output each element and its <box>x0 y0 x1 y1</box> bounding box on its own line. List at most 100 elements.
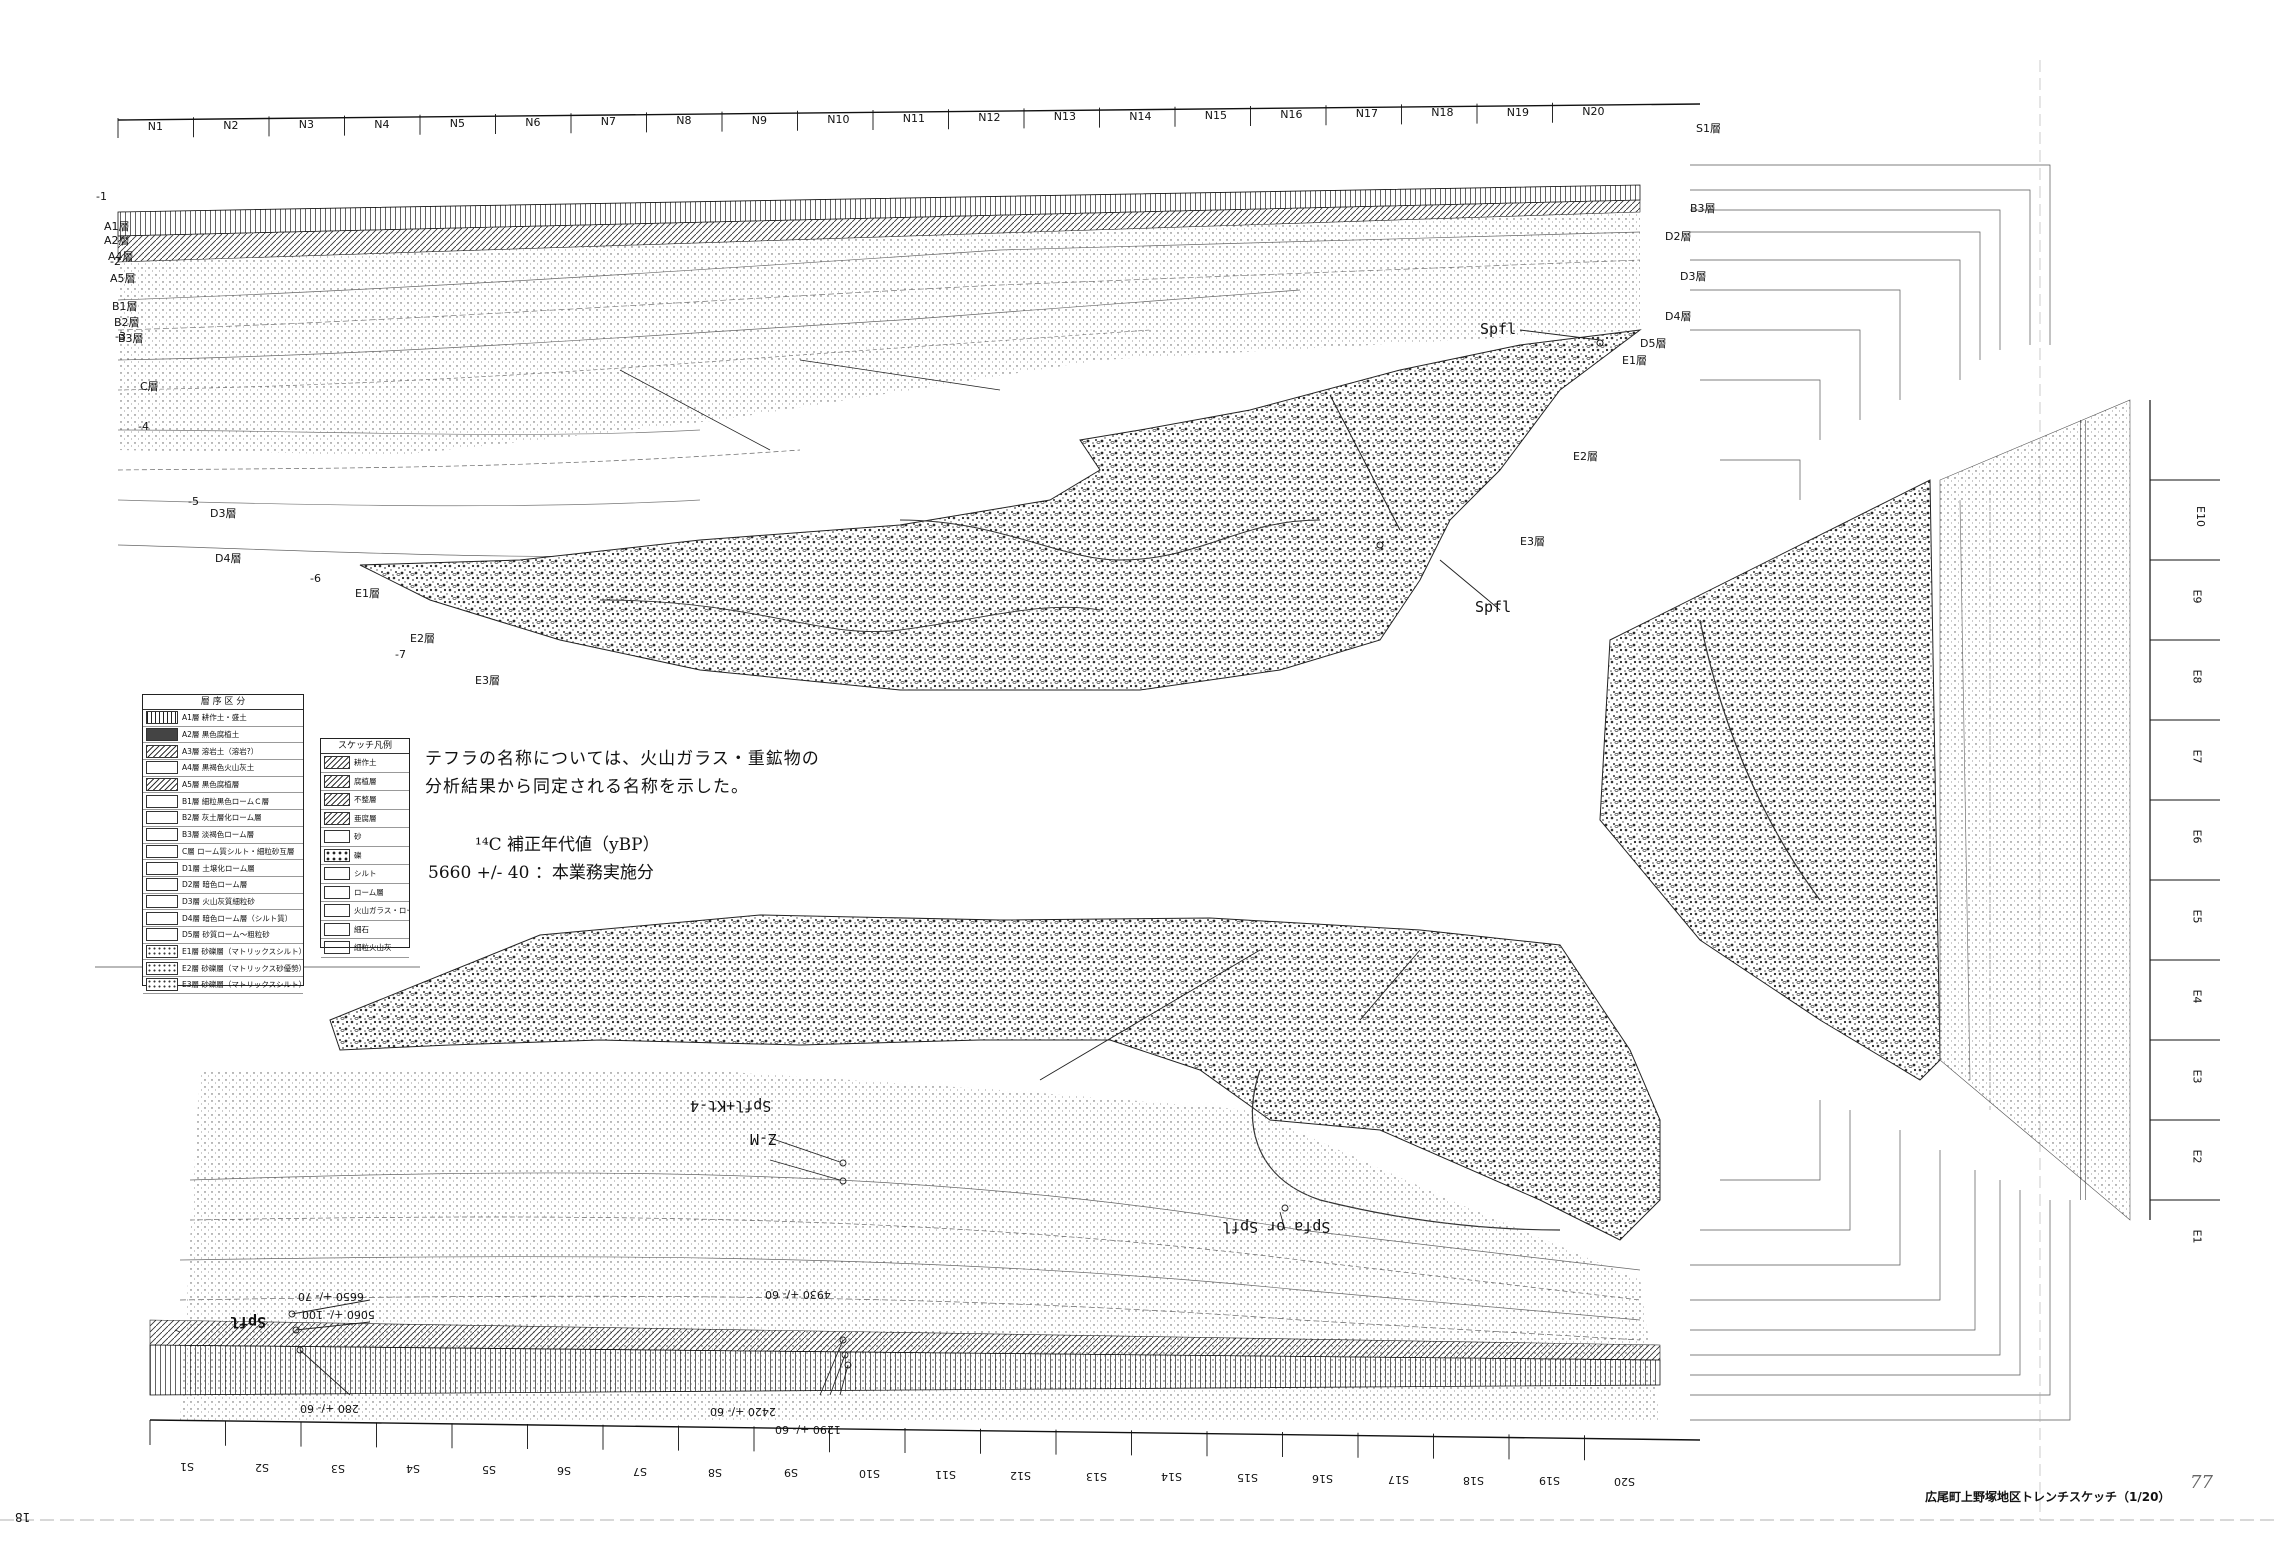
strata-swatch <box>146 844 178 858</box>
strata-legend-label: D2層 暗色ローム層 <box>182 880 248 890</box>
strata-legend-row: A1層 耕作土・盛土 <box>143 710 303 727</box>
sketch-legend-title: スケッチ凡例 <box>321 739 409 754</box>
north-grid-label: N11 <box>902 112 925 125</box>
sketch-legend-row: 腐植層 <box>321 773 409 791</box>
sketch-legend-row: 耕作土 <box>321 754 409 773</box>
east-grid-label: E6 <box>2190 829 2204 844</box>
north-grid-label: N14 <box>1129 109 1152 123</box>
depth-label: -1 <box>96 190 107 203</box>
north-grid-ticks <box>117 102 1553 138</box>
south-grid-label: S14 <box>1161 1470 1183 1484</box>
strata-legend-row: C層 ローム質シルト・細粒砂互層 <box>143 844 303 861</box>
tephra-label-spfl-lower: Spfl <box>230 1313 267 1331</box>
c14-title: ¹⁴C 補正年代値（yBP） <box>475 835 660 855</box>
tephra-label-spfl-middle: Spfl <box>1475 598 1512 616</box>
sketch-legend-row: 細石 <box>321 921 409 939</box>
strata-legend-label: A1層 耕作土・盛土 <box>182 713 247 723</box>
south-grid-label: S19 <box>1538 1474 1560 1488</box>
sketch-legend-label: 砂 <box>354 832 362 842</box>
north-grid-label: N10 <box>827 112 850 126</box>
layer-label: D4層 <box>1665 310 1692 323</box>
strata-legend: 層 序 区 分 A1層 耕作土・盛土 A2層 黒色腐植土 A3層 溶岩土（溶岩?） A… <box>142 694 304 994</box>
north-grid-label: N19 <box>1506 105 1529 119</box>
east-wall-section <box>1599 399 2220 1221</box>
south-grid-label: S16 <box>1312 1472 1334 1485</box>
strata-legend-label: A2層 黒色腐植土 <box>182 730 240 740</box>
sketch-legend-label: 亜腐層 <box>354 813 377 823</box>
strata-swatch <box>146 894 178 908</box>
strata-legend-row: E2層 砂礫層（マトリックス砂優勢） <box>143 960 303 977</box>
south-grid-label: S6 <box>557 1464 572 1477</box>
layer-label: E1層 <box>355 587 380 600</box>
strata-legend-row: A2層 黒色腐植土 <box>143 727 303 744</box>
strata-swatch <box>146 794 178 808</box>
strata-swatch <box>146 761 178 775</box>
sketch-swatch <box>324 885 350 899</box>
sketch-legend-row: 亜腐層 <box>321 810 409 828</box>
south-wall-section <box>149 914 2071 1461</box>
strata-legend-row: A4層 黒褐色火山灰土 <box>143 760 303 777</box>
depth-label: -7 <box>395 648 406 661</box>
sketch-legend-row: シルト <box>321 865 409 884</box>
south-grid-label: S9 <box>783 1466 798 1480</box>
strata-legend-label: E3層 砂礫層（マトリックスシルト） <box>182 980 303 990</box>
south-grid-label: S1 <box>179 1460 194 1473</box>
sketch-swatch <box>324 793 350 807</box>
strata-swatch <box>146 744 178 758</box>
strata-swatch <box>146 861 178 875</box>
layer-label: D4層 <box>215 552 242 565</box>
sketch-legend-label: 腐植層 <box>354 776 377 786</box>
layer-label: D5層 <box>1640 337 1667 350</box>
date-2420: 2420 +/- 60 <box>710 1405 776 1418</box>
date-5060: 5060 +/- 100 <box>302 1308 375 1321</box>
strata-legend-row: E3層 砂礫層（マトリックスシルト） <box>143 977 303 994</box>
layer-label: E3層 <box>475 674 500 687</box>
south-grid-label: S11 <box>934 1468 956 1481</box>
sketch-legend-label: シルト <box>354 869 377 879</box>
strata-legend-row: B3層 淡褐色ローム層 <box>143 827 303 844</box>
tephra-label-spfl-kt4: Spfl+Kt-4 <box>690 1097 772 1115</box>
strata-legend-label: A5層 黒色腐植層 <box>182 780 240 790</box>
east-grid-label: E9 <box>2190 589 2204 604</box>
north-wall-section <box>117 102 2051 691</box>
depth-label: -4 <box>138 420 149 433</box>
sketch-swatch <box>324 941 350 955</box>
strata-legend-row: D5層 砂質ローム～粗粒砂 <box>143 927 303 944</box>
sketch-legend-label: ローム層 <box>354 887 384 897</box>
east-grid-label: E2 <box>2190 1149 2204 1164</box>
layer-label: S1層 <box>1696 122 1721 135</box>
layer-label: D3層 <box>210 507 237 520</box>
handwritten-number: 77 <box>2190 1472 2213 1493</box>
layer-label: A2層 <box>104 234 130 247</box>
east-grid-label: E4 <box>2190 989 2204 1004</box>
south-grid-ticks <box>149 1420 1585 1461</box>
tephra-label-spfl-upper: Spfl <box>1480 320 1517 338</box>
layer-label: C層 <box>140 380 159 393</box>
strata-swatch <box>146 978 178 992</box>
sketch-legend-label: 細石 <box>354 924 369 934</box>
strata-legend-label: E1層 砂礫層（マトリックスシルト） <box>182 946 303 956</box>
strata-legend-label: B3層 淡褐色ローム層 <box>182 830 255 840</box>
strata-swatch <box>146 711 178 725</box>
strata-legend-label: D5層 砂質ローム～粗粒砂 <box>182 930 270 940</box>
strata-legend-label: A3層 溶岩土（溶岩?） <box>182 746 259 756</box>
tephra-note-line-2: 分析結果から同定される名称を示した。 <box>425 777 749 797</box>
sketch-swatch <box>324 922 350 936</box>
strata-legend-title: 層 序 区 分 <box>143 695 303 710</box>
south-grid-label: S7 <box>632 1464 647 1478</box>
east-grid-label: E8 <box>2190 669 2204 684</box>
strata-legend-label: A4層 黒褐色火山灰土 <box>182 763 255 773</box>
strata-swatch <box>146 728 178 742</box>
north-grid-label: N7 <box>600 115 616 129</box>
north-grid-label: N4 <box>374 117 390 131</box>
south-grid-label: S3 <box>330 1461 345 1475</box>
sketch-swatch <box>324 848 350 862</box>
strata-legend-row: A3層 溶岩土（溶岩?） <box>143 743 303 761</box>
sketch-legend-label: 不整層 <box>354 795 377 805</box>
sketch-legend-row: 火山ガラス・ローム <box>321 902 409 921</box>
strata-legend-row: A5層 黒色腐植層 <box>143 777 303 794</box>
south-grid-label: S13 <box>1085 1469 1107 1483</box>
tephra-label-zm: Z-M <box>750 1130 778 1148</box>
layer-label: D2層 <box>1665 230 1692 243</box>
